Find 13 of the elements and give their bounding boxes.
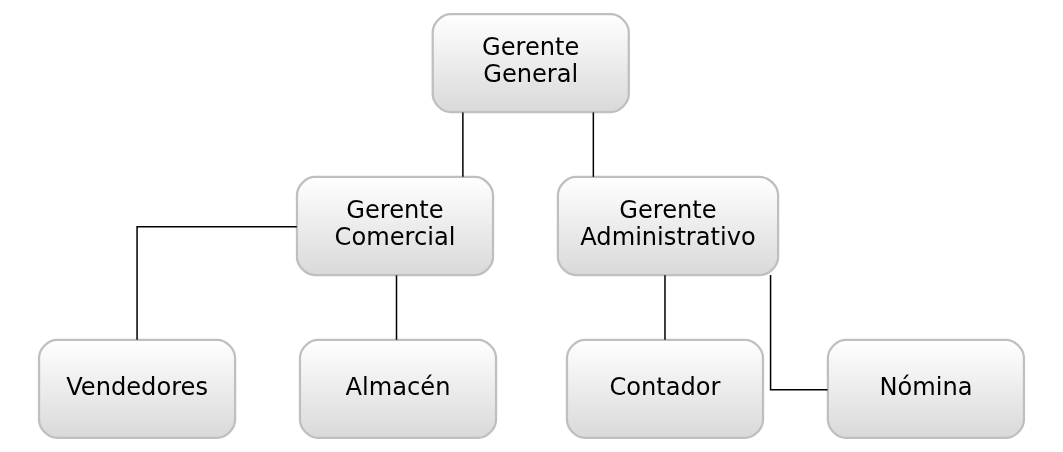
node-box: Gerente Administrativo xyxy=(556,175,780,277)
connector xyxy=(769,274,829,391)
node-box: Gerente Comercial xyxy=(295,175,495,277)
node-box: Nómina xyxy=(826,338,1026,440)
connector xyxy=(592,111,595,178)
node-box: Vendedores xyxy=(37,338,237,440)
node-box: Gerente General xyxy=(431,12,630,114)
node-box: Almacén xyxy=(298,338,498,440)
connector xyxy=(664,274,666,341)
node-box: Contador xyxy=(565,338,765,440)
connector xyxy=(462,111,464,178)
connector xyxy=(395,274,398,341)
connector xyxy=(136,226,298,341)
